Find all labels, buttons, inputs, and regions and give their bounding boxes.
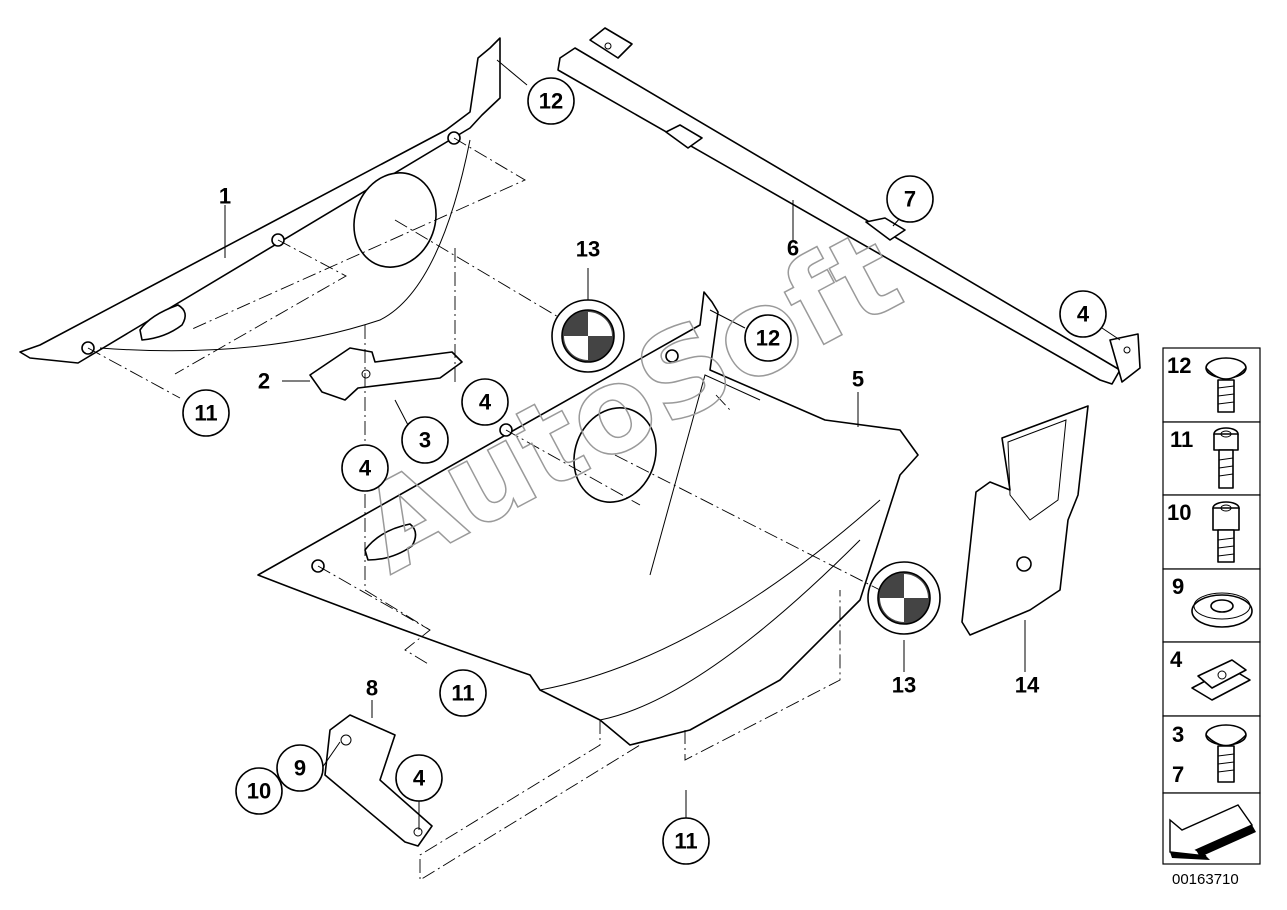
main-side-cover xyxy=(257,291,919,746)
legend-num-7: 7 xyxy=(1172,762,1184,787)
legend-num-4: 4 xyxy=(1170,647,1183,672)
part-label-5: 5 xyxy=(852,367,864,392)
side-panel-left xyxy=(19,37,501,364)
svg-text:12: 12 xyxy=(756,326,780,351)
lower-bracket xyxy=(324,714,433,847)
legend-num-3: 3 xyxy=(1172,722,1184,747)
part-label-13-lower: 13 xyxy=(892,673,916,698)
emblem-lower xyxy=(867,561,941,635)
callout-10: 10 xyxy=(235,767,283,815)
part-label-1: 1 xyxy=(219,184,231,209)
leader-lines xyxy=(224,59,1121,830)
diagram-reference-number: 00163710 xyxy=(1172,871,1239,888)
svg-text:9: 9 xyxy=(294,756,306,781)
svg-text:11: 11 xyxy=(194,401,217,426)
small-bracket xyxy=(309,347,463,401)
svg-text:12: 12 xyxy=(539,89,563,114)
part-label-14: 14 xyxy=(1015,673,1040,698)
fastener-legend: 12 11 10 9 4 3 7 xyxy=(1162,347,1261,865)
legend-num-10: 10 xyxy=(1167,500,1191,525)
callout-11-left: 11 xyxy=(182,389,230,437)
assembly-lines xyxy=(87,137,881,881)
callout-9: 9 xyxy=(276,744,324,792)
svg-text:4: 4 xyxy=(413,766,426,791)
cover-plate xyxy=(961,405,1089,636)
clip-nut-icon xyxy=(1191,659,1251,701)
svg-text:4: 4 xyxy=(1077,302,1090,327)
callout-11-bottom: 11 xyxy=(662,817,710,865)
torx-screw-icon xyxy=(1205,724,1247,783)
callout-12-middle: 12 xyxy=(744,314,792,362)
support-rail xyxy=(557,27,1141,385)
cylinder-head-screw-icon xyxy=(1212,501,1240,563)
svg-text:10: 10 xyxy=(247,779,271,804)
callout-4-lower: 4 xyxy=(395,754,443,802)
svg-text:7: 7 xyxy=(904,187,916,212)
svg-text:4: 4 xyxy=(359,456,372,481)
part-label-13-upper: 13 xyxy=(576,237,600,262)
button-head-screw-icon xyxy=(1205,357,1247,413)
svg-text:4: 4 xyxy=(479,390,492,415)
callout-4-bracket: 4 xyxy=(461,378,509,426)
callout-4-left: 4 xyxy=(341,444,389,492)
callout-3: 3 xyxy=(401,416,449,464)
callout-7: 7 xyxy=(886,175,934,223)
part-label-6: 6 xyxy=(787,236,799,261)
direction-arrow-icon xyxy=(1169,804,1256,860)
svg-text:11: 11 xyxy=(451,681,474,706)
svg-text:3: 3 xyxy=(419,428,431,453)
legend-num-9: 9 xyxy=(1172,574,1184,599)
legend-num-12: 12 xyxy=(1167,353,1191,378)
part-label-8: 8 xyxy=(366,676,378,701)
callout-4-rail: 4 xyxy=(1059,290,1107,338)
socket-head-cap-screw-icon xyxy=(1213,427,1239,489)
washer-icon xyxy=(1191,592,1253,628)
callout-11-middle: 11 xyxy=(439,669,487,717)
emblem-upper xyxy=(551,299,625,373)
legend-num-11: 11 xyxy=(1170,427,1193,452)
part-label-2: 2 xyxy=(258,369,270,394)
callout-12-top: 12 xyxy=(527,77,575,125)
svg-text:11: 11 xyxy=(674,829,697,854)
